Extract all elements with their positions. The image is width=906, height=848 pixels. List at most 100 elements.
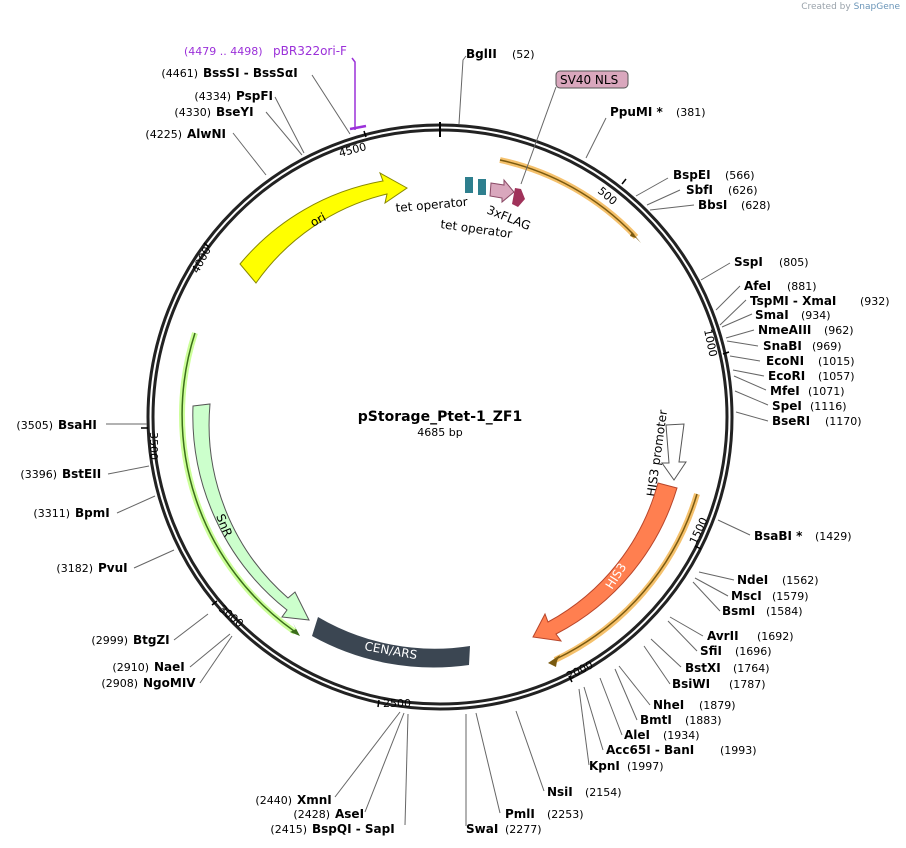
leader-bpmi	[116, 495, 156, 514]
enzyme-sspi-name: SspI	[734, 255, 763, 269]
enzyme-bsssi-name: BssSI - BssSαI	[203, 66, 298, 80]
leader-smai	[721, 313, 753, 328]
tick-500-mark	[621, 178, 627, 185]
enzyme-ndei-name: NdeI	[737, 573, 768, 587]
enzyme-smai-name: SmaI	[755, 308, 789, 322]
enzyme-nhei-pos: (1879)	[699, 699, 736, 712]
sv40-arrow	[489, 178, 515, 204]
tick-4000-mark	[203, 242, 210, 248]
enzyme-econi-name: EcoNI	[766, 354, 804, 368]
enzyme-btgzi-name: BtgZI	[133, 633, 170, 647]
enzyme-alei-pos: (1934)	[663, 729, 700, 742]
enzyme-bglii-name: BglII	[466, 47, 497, 61]
sv40-leader	[520, 86, 557, 185]
enzyme-spei-name: SpeI	[772, 399, 802, 413]
credit-prefix: Created by	[801, 2, 851, 12]
enzyme-ppumi-name: PpuMI *	[610, 105, 664, 119]
ori-arrow	[239, 171, 408, 284]
enzyme-kpni-name: KpnI	[589, 759, 620, 773]
leader-bsiwi	[643, 645, 671, 685]
enzyme-naei-pos: (2910)	[112, 661, 149, 674]
leader-nhei	[618, 665, 651, 706]
enzyme-swai-name: SwaI	[466, 822, 498, 836]
enzyme-swai-pos: (2277)	[505, 823, 542, 836]
enzyme-pvui-pos: (3182)	[56, 562, 93, 575]
tet-operator-1-label: tet operator	[395, 195, 468, 215]
enzyme-bsahi-pos: (3505)	[16, 419, 53, 432]
enzyme-avrii-pos: (1692)	[757, 630, 794, 643]
enzyme-beri-pos: (1170)	[825, 415, 862, 428]
enzyme-bspei-pos: (566)	[725, 169, 755, 182]
leader-ndei	[698, 571, 735, 581]
enzyme-bmti-pos: (1883)	[685, 714, 722, 727]
leader-bsteii	[107, 465, 150, 475]
enzyme-mfei-pos: (1071)	[808, 385, 845, 398]
enzyme-tspmi-pos: (932)	[860, 295, 890, 308]
leader-econi	[729, 355, 761, 362]
enzyme-sspi-pos: (805)	[779, 256, 809, 269]
enzyme-sbfi-name: SbfI	[686, 183, 713, 197]
enzyme-snabi-name: SnaBI	[763, 339, 802, 353]
flag-arrow	[512, 188, 525, 207]
enzyme-bsteii-name: BstEII	[62, 467, 101, 481]
enzyme-ecori-name: EcoRI	[768, 369, 805, 383]
enzyme-asei-name: AseI	[335, 807, 364, 821]
leader-avrii	[669, 616, 704, 637]
leader-bseri	[735, 411, 769, 422]
leader-naei	[189, 633, 231, 668]
cen-ars-block	[312, 617, 470, 668]
enzyme-leaders	[106, 55, 769, 826]
tick-2000-label: 2000	[564, 658, 595, 682]
enzyme-bseyi-pos: (4330)	[174, 106, 211, 119]
enzyme-bsssi-pos: (4461)	[161, 67, 198, 80]
enzyme-afei-name: AfeI	[744, 279, 771, 293]
leader-sfii	[667, 620, 698, 652]
leader-ecori	[732, 369, 765, 377]
enzyme-xmni-name: XmnI	[297, 793, 332, 807]
tick-3500: 3500	[141, 427, 160, 460]
leader-bspei	[635, 177, 669, 197]
primer-range: (4479 .. 4498)	[184, 45, 263, 58]
enzyme-msci-pos: (1579)	[772, 590, 809, 603]
sv40-nls-box	[555, 70, 629, 89]
enzyme-bsiwi-name: BsiWI	[672, 677, 710, 691]
enzyme-asei-pos: (2428)	[293, 808, 330, 821]
tick-2500-label: 2500	[383, 697, 411, 710]
enzyme-bsmi-pos: (1584)	[766, 605, 803, 618]
snr-arrow	[192, 403, 310, 621]
sv40-nls-label: SV40 NLS	[560, 73, 618, 87]
tick-1000-label: 1000	[701, 328, 720, 358]
enzyme-bstxi-name: BstXI	[685, 661, 721, 675]
enzyme-xmni-pos: (2440)	[255, 794, 292, 807]
tick-2000-mark	[568, 675, 573, 683]
tick-1000-mark	[722, 351, 730, 355]
enzyme-ndei-pos: (1562)	[782, 574, 819, 587]
enzyme-bsmi-name: BsmI	[722, 604, 755, 618]
enzyme-alei-name: AleI	[624, 728, 650, 742]
enzyme-bpmi-pos: (3311)	[33, 507, 70, 520]
snapgene-brand: SnapGene	[853, 2, 900, 12]
leader-bmti	[614, 668, 638, 721]
enzyme-avrii-name: AvrII	[707, 629, 739, 643]
leader-pvui	[133, 549, 175, 569]
primer-pbr322ori-f: (4479 .. 4498) pBR322ori-F	[184, 44, 367, 131]
leader-bsmi	[692, 581, 721, 612]
leader-kpni	[578, 688, 590, 766]
tick-3000-mark	[211, 600, 218, 606]
enzyme-ngomiv-pos: (2908)	[101, 677, 138, 690]
enzyme-pvui-name: PvuI	[98, 561, 128, 575]
enzyme-sfii-pos: (1696)	[735, 645, 772, 658]
enzyme-bspqi-pos: (2415)	[270, 823, 307, 836]
enzyme-smai-pos: (934)	[801, 309, 831, 322]
enzyme-nmeaiii-name: NmeAIII	[758, 323, 811, 337]
enzyme-beri-name: BseRI	[772, 414, 810, 428]
leader-bseyi	[265, 111, 303, 156]
enzyme-pmli-name: PmlI	[505, 807, 535, 821]
tick-1000: 1000	[701, 328, 730, 358]
enzyme-afei-pos: (881)	[787, 280, 817, 293]
enzyme-alwni-name: AlwNI	[187, 127, 226, 141]
plasmid-name: pStorage_Ptet-1_ZF1	[358, 409, 522, 425]
tet-operator-2-box	[478, 179, 486, 195]
tick-2500: 2500	[377, 697, 411, 710]
enzyme-econi-pos: (1015)	[818, 355, 855, 368]
